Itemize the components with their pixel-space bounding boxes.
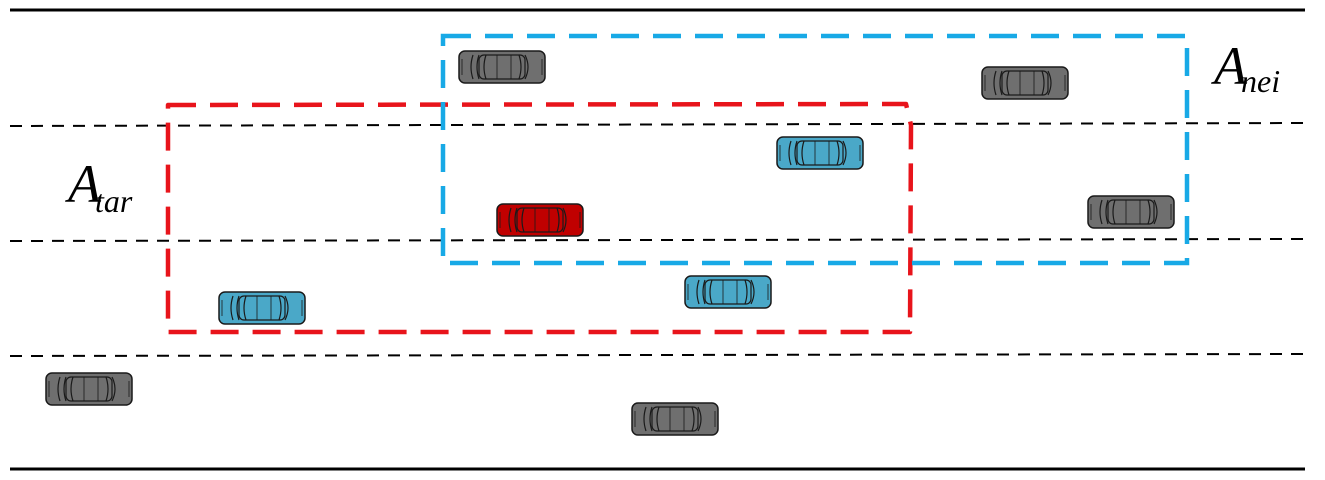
target-area-label-sub: tar [95, 183, 133, 219]
area-vehicle-icon [684, 275, 772, 309]
area-vehicle-icon [776, 136, 864, 170]
other-vehicle-icon [45, 372, 133, 406]
target-area-box [165, 101, 914, 335]
neighbor-area-label-sub: nei [1241, 63, 1280, 99]
target-area-label: Atar [65, 154, 133, 219]
vehicles [45, 50, 1175, 436]
area-vehicle-icon [218, 291, 306, 325]
lane-divider-2 [9, 238, 1306, 242]
target-area-label-main: A [65, 154, 102, 214]
other-vehicle-icon [981, 66, 1069, 100]
lane-divider-1 [9, 122, 1306, 127]
other-vehicle-icon [631, 402, 719, 436]
lane-divider-3 [9, 353, 1306, 357]
ego-vehicle-icon [496, 203, 584, 237]
neighbor-area-label: Anei [1211, 36, 1280, 99]
other-vehicle-icon [458, 50, 546, 84]
lane-dividers [9, 122, 1306, 357]
neighbor-area-label-main: A [1211, 36, 1248, 96]
neighbor-area-box [440, 33, 1190, 266]
other-vehicle-icon [1087, 195, 1175, 229]
